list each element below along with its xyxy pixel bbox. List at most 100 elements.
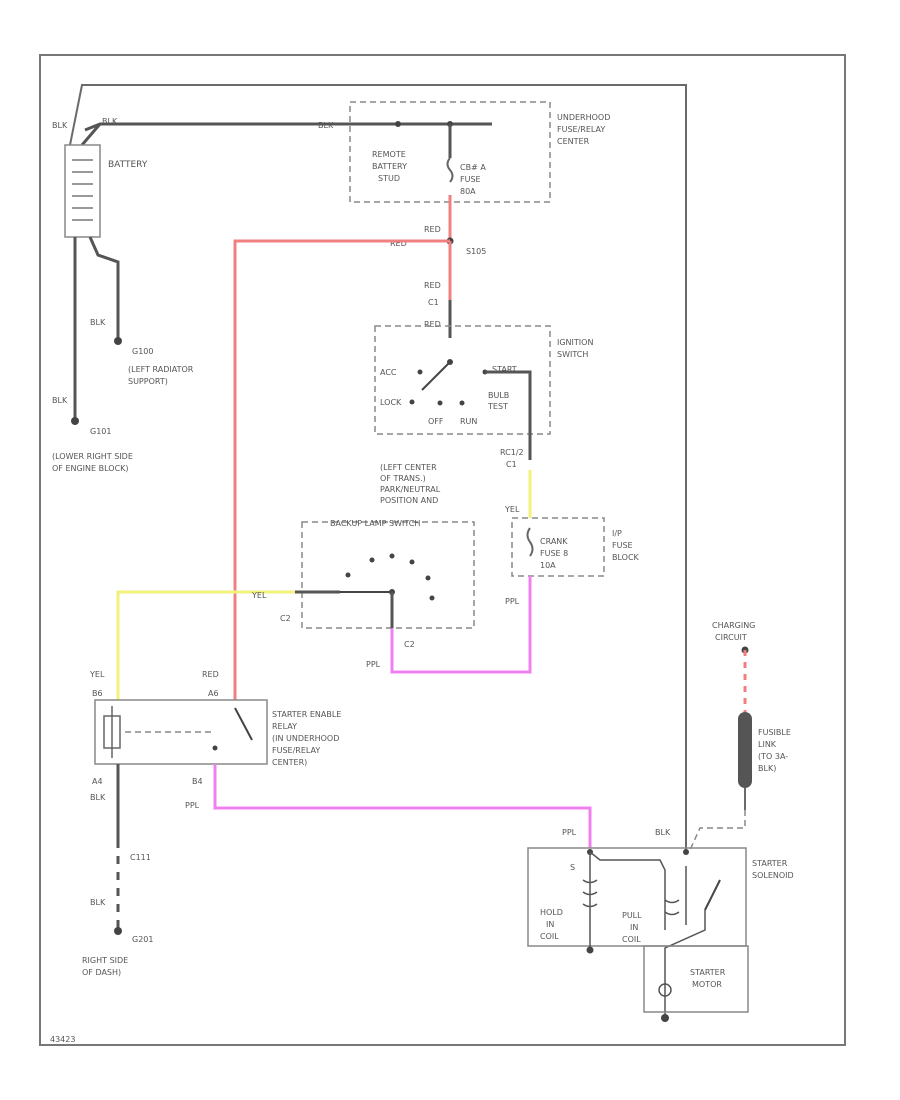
- ppl-label-4: PPL: [562, 828, 577, 837]
- ign-c1-label-1: RC1/2: [500, 448, 524, 457]
- starter-motor-label-2: MOTOR: [692, 980, 722, 989]
- charging-label-2: CIRCUIT: [715, 633, 747, 642]
- ppl-label-1: PPL: [505, 597, 520, 606]
- red-label-4: RED: [424, 320, 441, 329]
- starter-s-label: S: [570, 863, 575, 872]
- ignition-start-output: [485, 370, 532, 460]
- starter-blk-label: BLK: [655, 828, 671, 837]
- ignition-lock-contact: [409, 399, 415, 405]
- remote-stud-label-1: REMOTE: [372, 150, 406, 159]
- diagram-id: 43423: [50, 1035, 75, 1044]
- red-label-2: RED: [390, 239, 407, 248]
- g201-blk-label: BLK: [90, 898, 106, 907]
- relay-a6-label: A6: [208, 689, 219, 698]
- ign-bulb-label-2: TEST: [487, 402, 508, 411]
- ignition-switch-label-1: IGNITION: [557, 338, 593, 347]
- fuse-80a-label-3: 80A: [460, 187, 476, 196]
- ip-fuse-block-box: [511, 517, 605, 577]
- ign-off-label: OFF: [428, 417, 444, 426]
- yel-fuse-label: YEL: [504, 505, 520, 514]
- yel-relay-label: YEL: [89, 670, 105, 679]
- blk-label-1: BLK: [52, 121, 68, 130]
- g101-ground-point: [71, 417, 79, 425]
- prnd-label-4: POSITION AND: [380, 496, 438, 505]
- ground-wire-g100: [88, 236, 120, 340]
- fusible-link-label-2: LINK: [758, 740, 777, 749]
- ignition-switch-blade: [421, 361, 451, 391]
- g100-location-1: (LEFT RADIATOR: [128, 365, 194, 374]
- red-wire-to-relay: [233, 239, 450, 700]
- remote-stud-label-2: BATTERY: [372, 162, 407, 171]
- starter-relay-label-1: STARTER ENABLE: [272, 710, 341, 719]
- charging-label-1: CHARGING: [712, 621, 755, 630]
- remote-stud-label-3: STUD: [378, 174, 400, 183]
- starter-solenoid-label-1: STARTER: [752, 859, 788, 868]
- g201-location-2: OF DASH): [82, 968, 121, 977]
- g100-location-2: SUPPORT): [128, 377, 168, 386]
- prnd-switch-box: [301, 521, 475, 629]
- hold-in-label-3: COIL: [540, 932, 559, 941]
- blk-label-2: BLK: [102, 117, 118, 126]
- g100-blk-label: BLK: [90, 318, 106, 327]
- underhood-center-label-2: FUSE/RELAY: [557, 125, 605, 134]
- relay-contact-blade: [234, 707, 253, 741]
- fuse-block-label-3: BLOCK: [612, 553, 640, 562]
- fuse-80a-element: [446, 157, 454, 183]
- pull-in-label-3: COIL: [622, 935, 641, 944]
- crank-fuse-element: [526, 527, 534, 557]
- g101-label: G101: [90, 427, 111, 436]
- purple-wire-fuse-to-prnd: [390, 576, 532, 674]
- hold-in-label-2: IN: [546, 920, 554, 929]
- crank-fuse-label-1: CRANK: [540, 537, 568, 546]
- red-label-1: RED: [424, 225, 441, 234]
- starter-motor-symbol: [658, 983, 672, 997]
- solenoid-contact-blade: [704, 879, 721, 911]
- ignition-switch-box: [374, 325, 551, 435]
- hold-in-label-1: HOLD: [540, 908, 563, 917]
- starter-motor-label-1: STARTER: [690, 968, 726, 977]
- prnd-label-5: BACKUP LAMP SWITCH: [330, 519, 420, 528]
- prnd-label-2: OF TRANS.): [380, 474, 426, 483]
- ignition-switch-label-2: SWITCH: [557, 350, 588, 359]
- fuse-80a-label-1: CB# A: [460, 163, 486, 172]
- g101-location-2: OF ENGINE BLOCK): [52, 464, 129, 473]
- pull-in-coil: [664, 899, 680, 916]
- starter-relay-label-4: FUSE/RELAY: [272, 746, 320, 755]
- battery-cable-top: [69, 84, 687, 852]
- crank-fuse-label-2: FUSE 8: [540, 549, 568, 558]
- prnd-contact-d: [409, 559, 415, 565]
- g101-blk-label: BLK: [52, 396, 68, 405]
- starter-solenoid-label-2: SOLENOID: [752, 871, 794, 880]
- g100-label: G100: [132, 347, 153, 356]
- prnd-contact-r: [369, 557, 375, 563]
- starter-motor-box: [643, 945, 749, 1013]
- g201-location-1: RIGHT SIDE: [82, 956, 128, 965]
- c1-label: C1: [428, 298, 439, 307]
- pull-in-label-1: PULL: [622, 911, 642, 920]
- relay-b4-label: B4: [192, 777, 203, 786]
- starter-relay-label-3: (IN UNDERHOOD: [272, 734, 339, 743]
- relay-coil: [103, 706, 121, 758]
- blk-label-3: BLK: [318, 121, 334, 130]
- fusible-link-label-3: (TO 3A-: [758, 752, 788, 761]
- prnd-label-1: (LEFT CENTER: [380, 463, 437, 472]
- c2-label-b: C2: [404, 640, 415, 649]
- ign-start-label: START: [492, 365, 517, 374]
- ignition-off-contact: [437, 400, 443, 406]
- crank-fuse-label-3: 10A: [540, 561, 556, 570]
- g201-ground-point: [114, 927, 122, 935]
- starter-motor-ground: [661, 1014, 669, 1022]
- battery-cable-blk: [84, 122, 492, 132]
- prnd-contact-n: [389, 553, 395, 559]
- ignition-acc-contact: [417, 369, 423, 375]
- ign-run-label: RUN: [460, 417, 477, 426]
- fusible-link-label-1: FUSIBLE: [758, 728, 791, 737]
- yel-prnd-label: YEL: [251, 591, 267, 600]
- underhood-center-label-1: UNDERHOOD: [557, 113, 610, 122]
- prnd-contact-1: [429, 595, 435, 601]
- relay-blk-label: BLK: [90, 793, 106, 802]
- red-relay-label: RED: [202, 670, 219, 679]
- g101-location-1: (LOWER RIGHT SIDE: [52, 452, 133, 461]
- prnd-label-3: PARK/NEUTRAL: [380, 485, 441, 494]
